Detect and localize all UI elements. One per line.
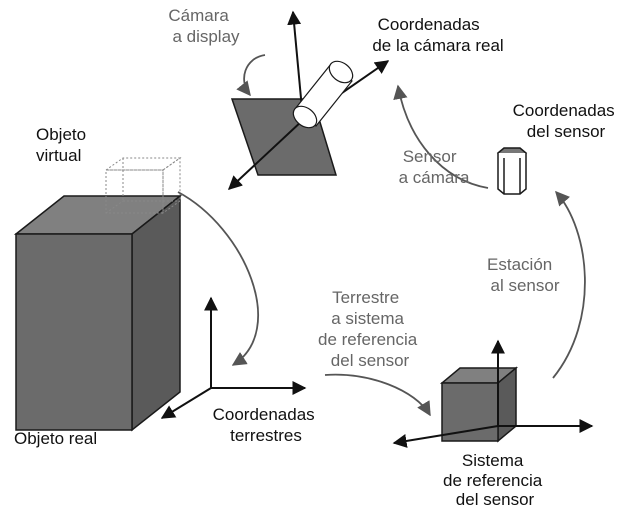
camera-to-display-arc (236, 54, 266, 97)
camera-cylinder (292, 60, 354, 129)
label-camera-coordinates: Coordenadas de la cámara real (372, 15, 503, 55)
virtual-object-cube (104, 157, 182, 214)
real-object-box (13, 194, 183, 432)
label-camara-display: Cámara a display (168, 6, 240, 46)
sensor-reference-axes (392, 339, 594, 448)
sensor-to-camera-arc (393, 84, 489, 189)
sensor-hex-prism (496, 147, 528, 195)
label-earth-to-sensor-ref: Terrestre a sistema de referencia del se… (318, 288, 422, 370)
label-sensor-coordinates: Coordenadas del sensor (513, 101, 620, 141)
label-station-to-sensor: Estación al sensor (487, 255, 560, 295)
label-earth-coordinates: Coordenadas terrestres (213, 405, 320, 445)
virtual-to-earth-arc (177, 191, 260, 366)
label-virtual-object: Objeto virtual (36, 125, 91, 165)
earth-axes (160, 296, 307, 419)
label-real-object: Objeto real (14, 429, 97, 448)
earth-to-sensor-ref-arc (324, 373, 431, 417)
label-sensor-to-camera: Sensor a cámara (399, 147, 470, 187)
label-sensor-reference-system: Sistema de referencia del sensor (443, 451, 547, 508)
transform-arcs (177, 54, 586, 417)
ref-to-sensor-arc (552, 190, 586, 379)
